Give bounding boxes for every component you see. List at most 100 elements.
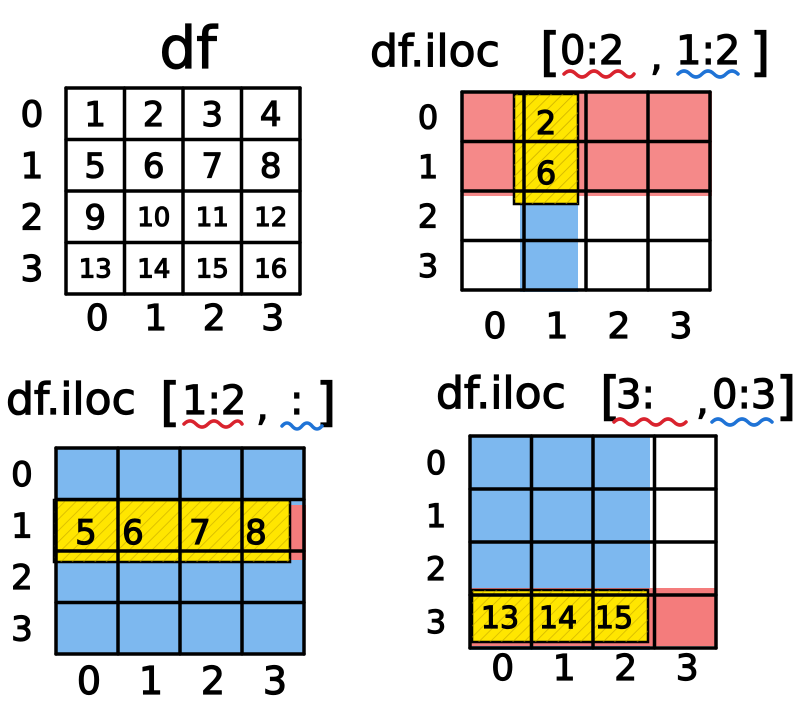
panel2-bracket-close: ] (750, 23, 770, 83)
panel4-col-underline (710, 417, 774, 427)
panel3-row-labels: 0 1 2 3 (11, 454, 34, 650)
cell-value: 12 (254, 203, 287, 233)
panel3-col-selector: : (290, 378, 303, 424)
panel2-row-labels: 0 1 2 3 (417, 98, 439, 286)
panel3-col-underline (280, 421, 324, 431)
row-label: 0 (21, 95, 44, 136)
row-label: 1 (418, 148, 438, 186)
panel-df-grid (64, 86, 302, 296)
panel4-cell-value: 13 (481, 601, 519, 636)
column-label: 0 (77, 659, 101, 703)
panel4-title: df.iloc [ 3: , 0:3 ] (435, 366, 796, 427)
cell-value: 7 (201, 146, 223, 186)
cell-value: 14 (137, 255, 170, 285)
panel4-col-selector: 0:3 (712, 372, 776, 418)
column-label: 0 (484, 306, 507, 347)
panel4-row-underline (612, 417, 688, 427)
panel-df-row-labels: 0 1 2 3 (20, 94, 44, 291)
panel4-cell-value: 14 (539, 601, 577, 636)
cell-value: 13 (79, 255, 112, 285)
column-label: 2 (614, 648, 637, 689)
row-label: 1 (426, 497, 446, 535)
panel2-title-prefix: df.iloc (370, 26, 500, 77)
column-label: 1 (553, 648, 576, 689)
column-label: 0 (86, 298, 109, 339)
row-label: 0 (11, 455, 33, 495)
panel3-bracket-close: ] (316, 373, 336, 433)
panel3-title-prefix: df.iloc (6, 374, 136, 425)
row-label: 3 (21, 249, 44, 290)
cell-value: 2 (143, 95, 165, 135)
cell-value: 6 (143, 146, 165, 186)
row-label: 2 (11, 558, 33, 598)
panel4-row-labels: 0 1 2 3 (425, 443, 447, 641)
cell-value: 15 (196, 255, 229, 285)
panel3-grid (54, 446, 306, 656)
cell-value: 10 (137, 203, 170, 233)
column-label: 3 (670, 306, 693, 347)
column-label: 1 (546, 306, 569, 347)
panel2-comma: , (650, 34, 663, 80)
column-label: 1 (144, 298, 167, 339)
panel3-row-selector: 1:2 (182, 378, 246, 424)
row-label: 2 (426, 550, 446, 588)
panel2-title: df.iloc [ 0:2 , 1:2 ] (369, 22, 770, 83)
panel4-comma: , (696, 378, 709, 424)
panel-df-title: df (159, 14, 218, 82)
column-label: 3 (676, 648, 699, 689)
column-label: 2 (201, 659, 225, 703)
panel4-row-selector: 3: (616, 372, 655, 418)
panel4-cell-value: 15 (595, 601, 633, 636)
panel3-bracket-open: [ (160, 373, 180, 433)
panel2-col-highlight (520, 196, 578, 292)
panel3-cell-value: 8 (245, 513, 267, 553)
row-label: 3 (418, 247, 438, 285)
cell-value: 3 (201, 95, 223, 135)
panel3-title: df.iloc [ 1:2 , : ] (5, 372, 336, 433)
row-label: 3 (11, 609, 33, 649)
row-label: 1 (21, 146, 44, 187)
panel2-row-selector: 0:2 (560, 28, 624, 74)
panel3-comma: , (256, 384, 269, 430)
panel2-cell-value: 6 (536, 154, 556, 192)
column-label: 3 (263, 659, 287, 703)
panel3-cell-value: 6 (122, 513, 144, 553)
panel4-title-prefix: df.iloc (436, 368, 566, 419)
panel3-row-underline (182, 419, 244, 429)
row-label: 2 (418, 197, 438, 235)
cell-value: 5 (84, 146, 106, 186)
row-label: 2 (21, 198, 44, 239)
column-label: 0 (491, 648, 514, 689)
cell-value: 8 (260, 146, 282, 186)
panel4-bracket-open: [ (600, 367, 620, 427)
column-label: 3 (261, 298, 284, 339)
panel2-col-selector: 1:2 (676, 28, 740, 74)
panel3-cell-value: 5 (75, 513, 97, 553)
cell-value: 11 (196, 203, 229, 233)
row-label: 1 (11, 506, 33, 546)
panel2-grid (460, 90, 712, 292)
row-label: 3 (426, 603, 446, 641)
panel2-row-underline (562, 69, 636, 79)
panel4-bracket-close: ] (776, 367, 796, 427)
column-label: 2 (203, 298, 226, 339)
panel4-grid (468, 434, 718, 650)
panel2-cell-value: 2 (536, 104, 556, 142)
column-label: 1 (139, 659, 163, 703)
row-label: 0 (418, 98, 438, 136)
panel2-bracket-open: [ (540, 23, 560, 83)
cell-value: 9 (84, 198, 106, 238)
row-label: 0 (426, 444, 446, 482)
column-label: 2 (608, 306, 631, 347)
panel3-cell-value: 7 (189, 513, 211, 553)
